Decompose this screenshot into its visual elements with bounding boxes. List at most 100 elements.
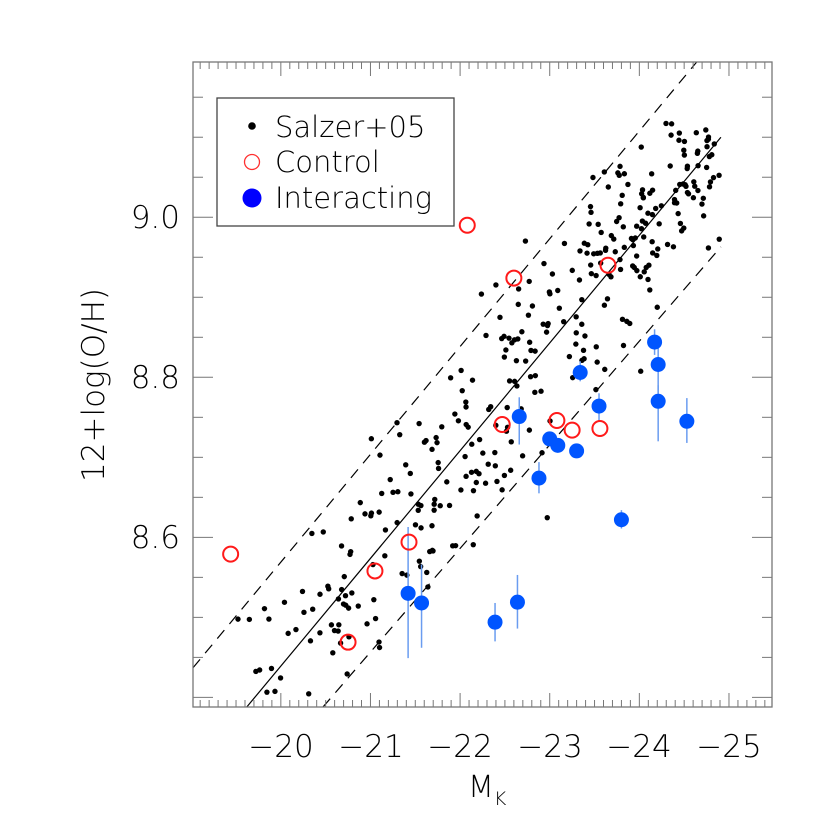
salzer-point [355,603,361,609]
salzer-point [452,411,458,417]
salzer-point [706,184,713,190]
salzer-point [368,513,374,519]
salzer-point [427,548,433,555]
salzer-point [293,626,299,633]
salzer-point [281,599,288,605]
salzer-point [348,516,354,522]
salzer-point [525,312,532,318]
salzer-point [499,487,505,493]
salzer-point [576,277,583,283]
salzer-point [617,201,624,207]
salzer-point [515,301,521,308]
salzer-point [569,267,575,274]
salzer-point [545,320,551,327]
salzer-point [676,130,683,136]
legend-control-marker [243,153,261,171]
salzer-point [577,248,583,254]
salzer-point [403,462,409,468]
salzer-point [684,189,691,196]
x-tick-label: −24 [606,729,671,765]
offset-line [192,61,698,669]
salzer-point [434,439,440,446]
salzer-point [515,286,522,292]
salzer-point [306,691,312,697]
salzer-point [663,120,669,127]
salzer-point [588,209,594,216]
salzer-point [603,245,609,251]
salzer-point [668,121,675,127]
salzer-point [368,436,375,442]
salzer-point [691,179,697,185]
interacting-point [531,470,547,486]
salzer-point [416,558,423,564]
salzer-point [470,541,476,548]
salzer-point [522,238,529,244]
salzer-point [637,274,643,280]
y-tick-label: 8.8 [131,360,180,396]
salzer-point [561,240,568,247]
salzer-point [506,335,512,341]
salzer-point [620,342,627,349]
salzer-point [463,404,469,410]
salzer-point [670,244,677,250]
salzer-point [463,399,469,405]
salzer-point [449,543,456,549]
salzer-point [664,241,671,248]
salzer-point [692,183,698,189]
salzer-point [639,218,646,224]
salzer-point [235,616,241,622]
y-axis-title: 12+log(O/H) [76,288,112,482]
salzer-point [538,388,544,394]
salzer-point [705,136,712,142]
salzer-point [349,590,355,596]
salzer-point [628,235,635,242]
salzer-point [602,366,608,373]
salzer-point [418,502,424,509]
salzer-point [649,239,655,245]
interacting-point [572,364,588,380]
salzer-point [458,367,464,374]
salzer-point [439,424,445,430]
salzer-point [611,236,617,242]
salzer-point [681,138,688,145]
salzer-point [474,513,480,519]
salzer-point [593,386,599,393]
salzer-point [347,548,354,555]
interacting-point [569,443,585,459]
salzer-point [619,316,626,323]
salzer-point [581,240,588,246]
salzer-point [417,563,424,570]
salzer-point [435,465,442,472]
salzer-point [425,584,431,590]
salzer-point [325,583,331,589]
salzer-point [544,514,550,521]
salzer-point [648,171,655,177]
control-point [458,216,476,234]
y-tick-labels: 8.6 8.8 9.0 [131,200,180,556]
salzer-point [379,490,385,497]
salzer-point [382,527,389,533]
salzer-point [543,329,550,335]
salzer-point [573,341,579,347]
salzer-point [285,630,291,637]
salzer-point [501,472,508,479]
salzer-point [532,372,539,379]
salzer-point [700,213,707,219]
salzer-point [507,467,514,473]
salzer-point [547,291,553,297]
control-point [400,533,418,551]
salzer-point [376,644,383,651]
salzer-point [459,387,465,394]
salzer-point [328,622,335,628]
salzer-point [649,250,656,256]
salzer-point [394,420,400,426]
salzer-point [633,223,640,229]
salzer-point [656,221,662,227]
salzer-point [433,434,439,441]
salzer-point [590,174,596,181]
salzer-point [684,163,691,169]
salzer-point [707,179,714,185]
salzer-point [619,192,625,198]
salzer-point [638,226,645,232]
